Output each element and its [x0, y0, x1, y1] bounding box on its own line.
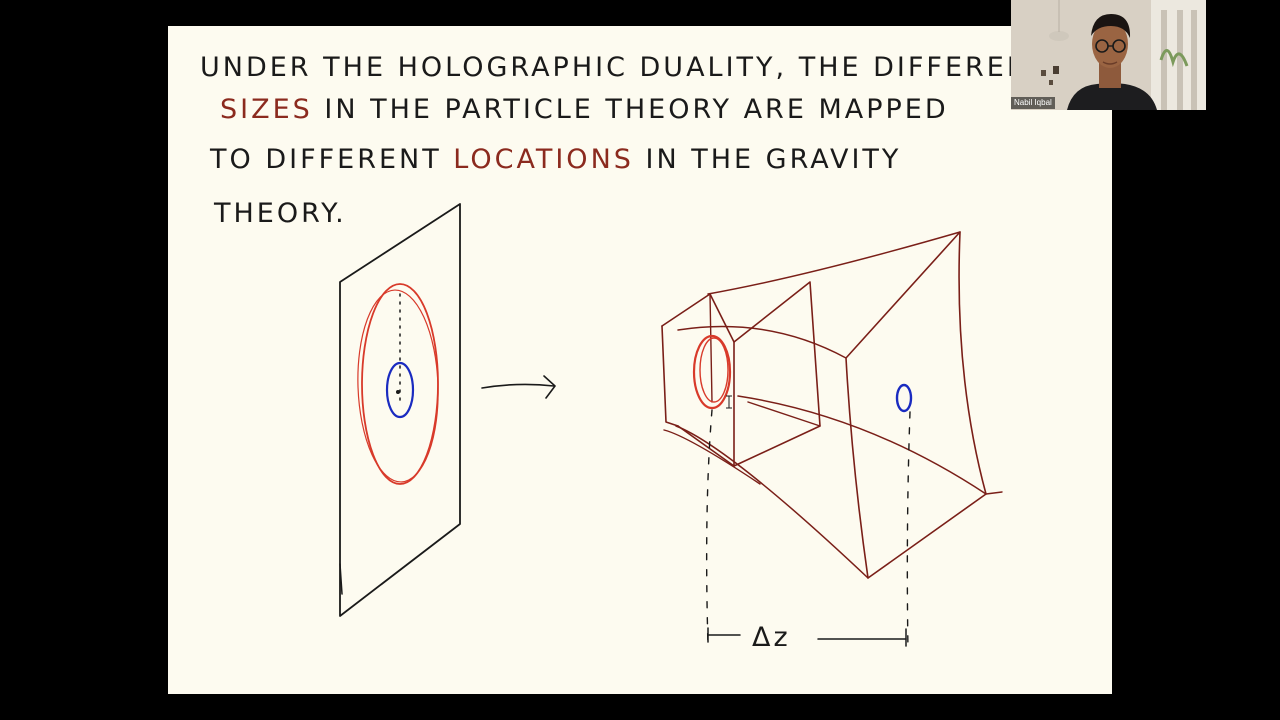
whiteboard-canvas[interactable]: UNDER THE HOLOGRAPHIC DUALITY, THE DIFFE… [168, 26, 1112, 694]
bulk-red-circle [692, 334, 732, 410]
bulk-blue-circle [895, 383, 913, 413]
text-cursor-icon [726, 395, 732, 409]
bulk-geometry [661, 231, 1003, 651]
text-line-1-part-1: UNDER THE HOLOGRAPHIC DUALITY, THE DIFFE… [200, 52, 1050, 83]
small-blue-circle [385, 361, 415, 419]
mapping-arrow [481, 375, 556, 399]
text-line-4: THEORY. [213, 198, 347, 229]
text-line-1: UNDER THE HOLOGRAPHIC DUALITY, THE DIFFE… [200, 52, 1050, 83]
text-line-2: SIZES IN THE PARTICLE THEORY ARE MAPPED [220, 94, 949, 125]
delta-z-label: Δz [752, 622, 791, 653]
text-line-3: TO DIFFERENT LOCATIONS IN THE GRAVITY [209, 144, 901, 175]
whiteboard-drawing: UNDER THE HOLOGRAPHIC DUALITY, THE DIFFE… [200, 52, 1050, 653]
text-word-sizes: SIZES [220, 94, 313, 125]
participant-video-feed [1011, 0, 1206, 110]
boundary-plane [339, 203, 461, 617]
text-line-2-part-2: IN THE PARTICLE THEORY ARE MAPPED [313, 94, 949, 125]
text-line-3-part-3: IN THE GRAVITY [634, 144, 902, 175]
participant-video-tile[interactable]: Nabil Iqbal [1011, 0, 1206, 110]
text-word-locations: LOCATIONS [453, 144, 634, 175]
text-line-4-part-1: THEORY. [213, 198, 347, 229]
participant-name-label: Nabil Iqbal [1011, 97, 1055, 109]
text-line-3-part-1: TO DIFFERENT [209, 144, 453, 175]
